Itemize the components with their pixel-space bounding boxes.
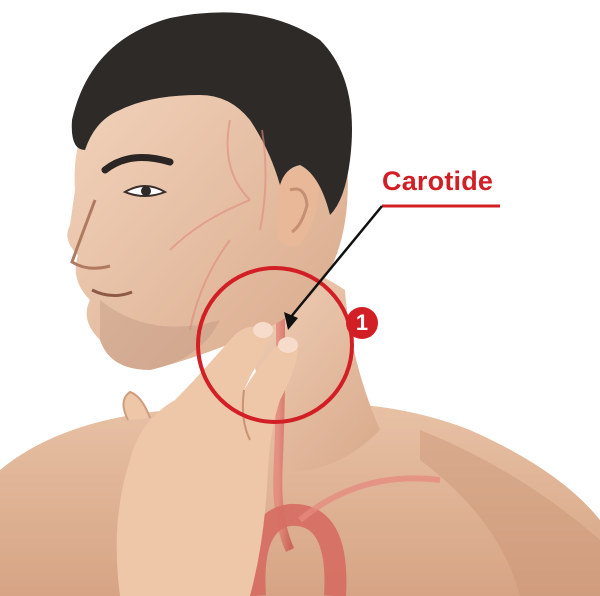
marker-number-badge: 1	[346, 307, 378, 339]
carotid-label: Carotide	[382, 166, 493, 197]
